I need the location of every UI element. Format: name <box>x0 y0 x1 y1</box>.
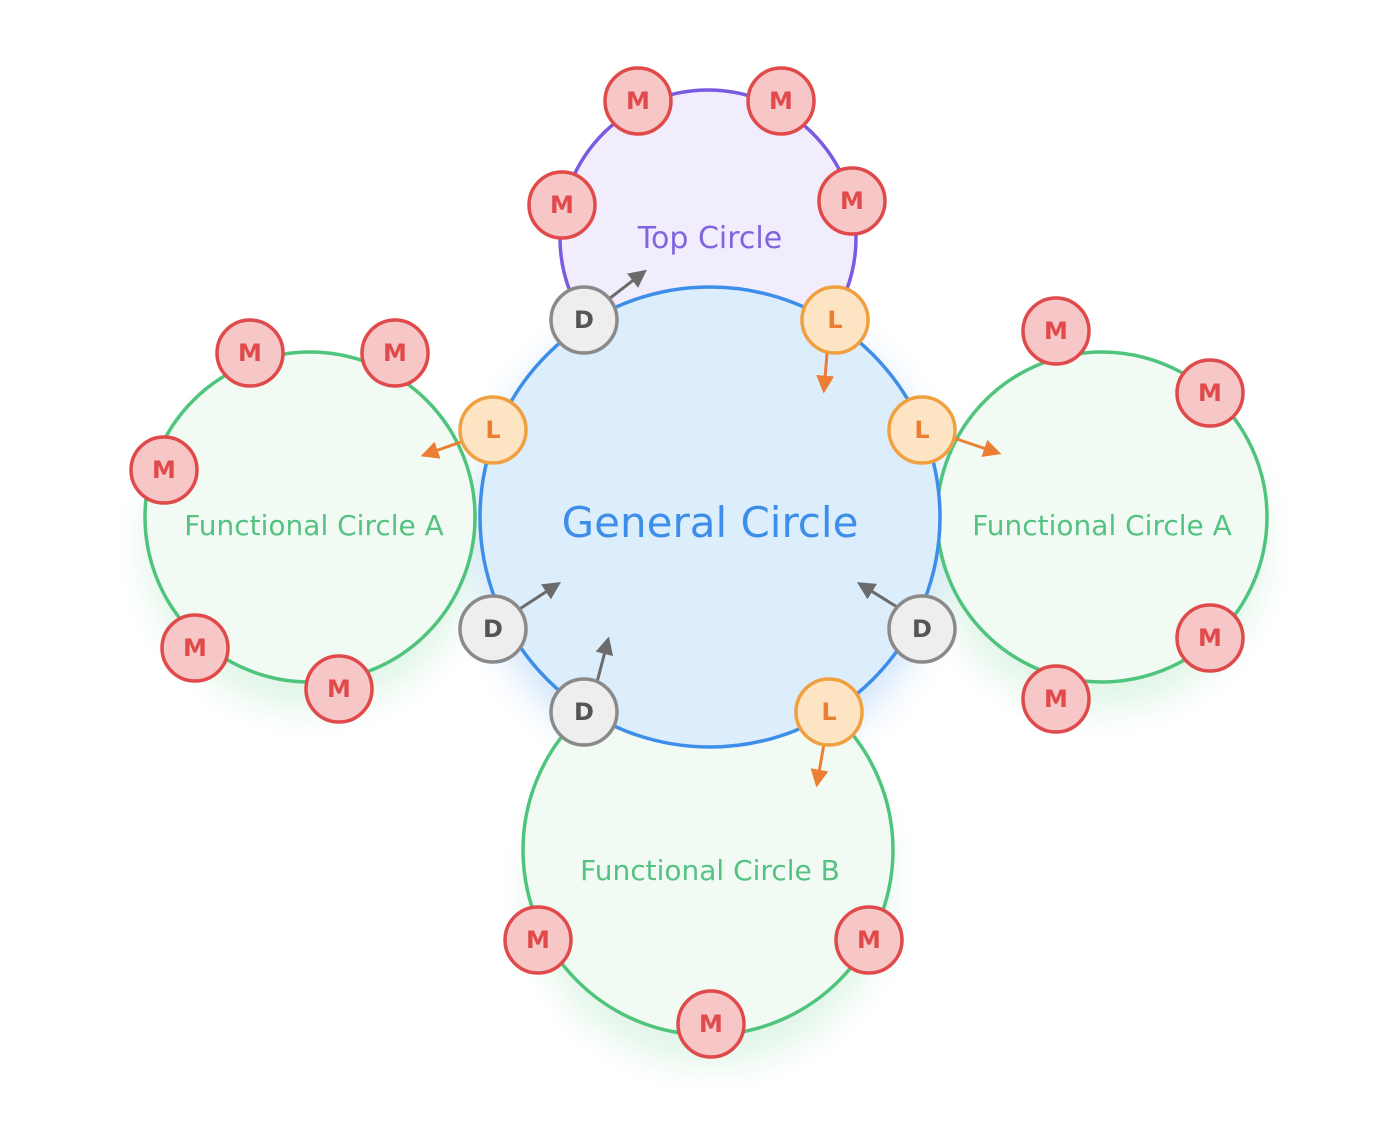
lead-link-badge-label: L <box>914 416 929 444</box>
member-badge-label: M <box>857 926 881 954</box>
member-badge: M <box>1021 664 1091 734</box>
member-badge-label: M <box>383 339 407 367</box>
member-badge: M <box>304 654 374 724</box>
member-badge: M <box>527 170 597 240</box>
delegate-badge: D <box>549 677 619 747</box>
member-badges: M M M M M M M M M M M M M M M M <box>129 66 1245 1059</box>
member-badge: M <box>1175 358 1245 428</box>
arrow-top-delegate <box>604 269 647 304</box>
delegate-badge: D <box>887 594 957 664</box>
member-badge-label: M <box>626 87 650 115</box>
lead-link-badge-label: L <box>821 698 836 726</box>
member-badge: M <box>160 613 230 683</box>
arrow-bottom-delegate <box>594 636 614 687</box>
member-badge-label: M <box>1198 624 1222 652</box>
functional-circle-right: Functional Circle A <box>935 350 1269 684</box>
member-badge: M <box>817 166 887 236</box>
delegate-badge-label: D <box>483 615 503 643</box>
general-circle-shape <box>478 285 942 749</box>
delegate-badge-label: D <box>574 306 594 334</box>
delegate-badge-label: D <box>574 698 594 726</box>
lead-link-badge: L <box>800 285 870 355</box>
functional-circle-left-label: Functional Circle A <box>184 509 444 542</box>
arrow-left-delegate <box>514 582 562 614</box>
delegate-badges: D D D D <box>458 285 957 747</box>
lead-link-badge-label: L <box>827 306 842 334</box>
member-badge-label: M <box>1198 379 1222 407</box>
member-badge: M <box>746 66 816 136</box>
lead-link-badge: L <box>887 395 957 465</box>
member-badge: M <box>503 905 573 975</box>
functional-circle-bottom: Functional Circle B <box>521 663 895 1037</box>
member-badge: M <box>129 435 199 505</box>
general-circle: General Circle <box>478 285 942 749</box>
member-badge-label: M <box>183 634 207 662</box>
member-badge-label: M <box>152 456 176 484</box>
member-badge: M <box>1021 296 1091 366</box>
member-badge: M <box>603 66 673 136</box>
delegate-badge: D <box>549 285 619 355</box>
lead-link-badges: L L L L <box>458 285 957 747</box>
member-badge: M <box>215 318 285 388</box>
delegate-badge-label: D <box>912 615 932 643</box>
functional-circle-left: Functional Circle A <box>143 350 477 684</box>
functional-circle-bottom-label: Functional Circle B <box>580 854 840 887</box>
member-badge-label: M <box>550 191 574 219</box>
member-badge-label: M <box>238 339 262 367</box>
functional-circle-right-label: Functional Circle A <box>972 509 1232 542</box>
lead-link-badge-label: L <box>485 416 500 444</box>
member-badge: M <box>1175 603 1245 673</box>
member-badge-label: M <box>327 675 351 703</box>
member-badge-label: M <box>1044 317 1068 345</box>
member-badge: M <box>676 989 746 1059</box>
lead-link-badge: L <box>458 395 528 465</box>
member-badge-label: M <box>840 187 864 215</box>
member-badge-label: M <box>1044 685 1068 713</box>
top-circle-label: Top Circle <box>637 221 782 256</box>
member-badge-label: M <box>769 87 793 115</box>
member-badge: M <box>834 905 904 975</box>
member-badge: M <box>360 318 430 388</box>
delegate-badge: D <box>458 594 528 664</box>
arrow-right-delegate <box>856 582 903 612</box>
lead-link-badge: L <box>794 677 864 747</box>
member-badge-label: M <box>699 1010 723 1038</box>
general-circle-label: General Circle <box>562 498 859 547</box>
member-badge-label: M <box>526 926 550 954</box>
